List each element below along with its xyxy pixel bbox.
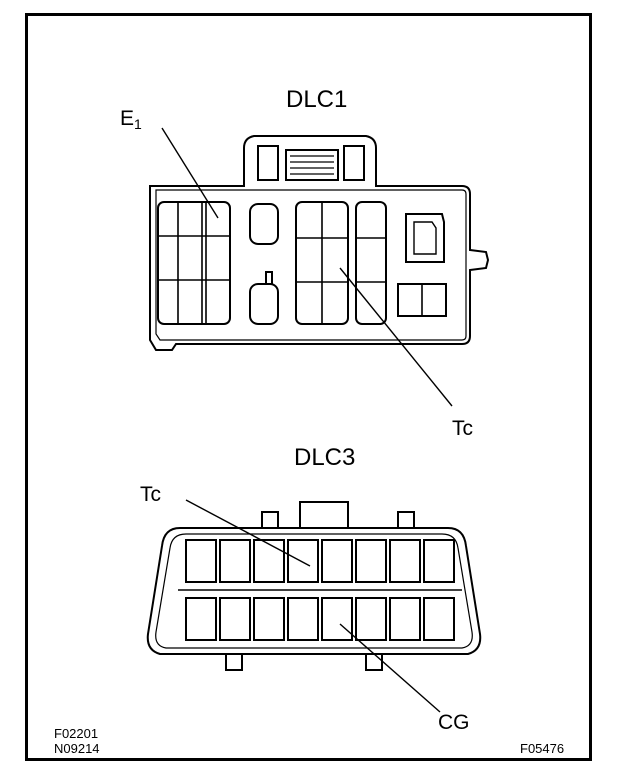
figure-code-2: N09214 — [54, 741, 100, 756]
diagram-frame — [25, 13, 592, 761]
dlc3-tc-leader-line — [185, 499, 311, 567]
dlc3-title: DLC3 — [294, 444, 356, 471]
e1-label-subscript: 1 — [134, 116, 142, 132]
dlc1-connector — [149, 135, 490, 351]
dlc1-tc-label: Tc — [452, 417, 473, 440]
e1-label-text: E — [120, 107, 135, 130]
dlc3-connector — [146, 501, 482, 671]
e1-leader-line — [161, 127, 219, 219]
dlc3-tc-label: Tc — [140, 483, 161, 506]
cg-leader-line — [339, 623, 441, 713]
figure-code-1: F02201 — [54, 726, 99, 741]
dlc1-tc-leader-line — [339, 267, 453, 407]
cg-label: CG — [438, 711, 470, 734]
dlc1-title: DLC1 — [286, 86, 348, 113]
figure-code-3: F05476 — [520, 741, 565, 756]
e1-label: E1 — [120, 108, 142, 131]
